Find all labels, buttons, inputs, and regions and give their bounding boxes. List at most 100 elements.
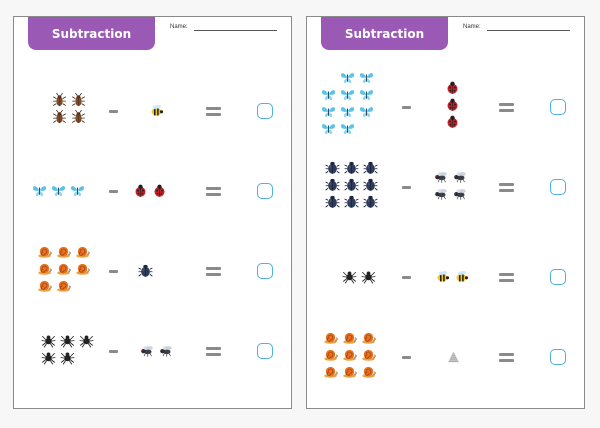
answer-box[interactable] [257, 103, 273, 119]
ladybug-group [133, 183, 169, 198]
spider-icon [342, 271, 357, 284]
butterfly-icon [360, 73, 373, 84]
butterfly-icon [71, 185, 84, 196]
answer-box[interactable] [257, 263, 273, 279]
snail-group [37, 244, 92, 293]
bee-group [435, 269, 471, 284]
bee-icon [456, 270, 469, 281]
spider-icon [361, 271, 376, 284]
equals-sign [499, 273, 514, 282]
name-field[interactable] [487, 30, 570, 31]
subtraction-problem [307, 242, 586, 322]
subtraction-problem [307, 152, 586, 232]
equals-sign [206, 187, 221, 196]
spider-icon [41, 352, 56, 365]
spider-icon [60, 352, 75, 365]
snail-icon [38, 263, 52, 275]
equals-sign [499, 103, 514, 112]
minus-sign [109, 350, 118, 353]
bee-group [149, 103, 166, 118]
beetle-icon [363, 178, 378, 191]
beetle-icon [138, 264, 153, 277]
shell-icon [448, 351, 459, 362]
shell-group [446, 349, 463, 364]
butterfly-icon [341, 107, 354, 118]
snail-group [323, 330, 378, 379]
answer-box[interactable] [550, 349, 566, 365]
cockroach-icon [72, 93, 85, 107]
butterfly-icon [322, 107, 335, 118]
subtraction-problem [307, 322, 586, 402]
fly-icon [454, 172, 466, 183]
answer-box[interactable] [257, 343, 273, 359]
ladybug-icon [135, 184, 146, 197]
butterfly-group [321, 70, 376, 136]
butterfly-icon [341, 124, 354, 135]
answer-box[interactable] [550, 99, 566, 115]
subtraction-problem [14, 82, 293, 162]
cockroach-icon [53, 93, 66, 107]
minus-sign [402, 356, 411, 359]
answer-box[interactable] [550, 269, 566, 285]
fly-group [139, 343, 175, 358]
snail-icon [343, 349, 357, 361]
snail-icon [57, 246, 71, 258]
snail-icon [362, 366, 376, 378]
snail-icon [343, 332, 357, 344]
snail-icon [362, 332, 376, 344]
snail-icon [38, 246, 52, 258]
minus-sign [402, 276, 411, 279]
subtraction-problem [307, 62, 586, 142]
name-field[interactable] [194, 30, 277, 31]
spider-icon [60, 335, 75, 348]
beetle-icon [344, 161, 359, 174]
fly-icon [454, 189, 466, 200]
butterfly-icon [322, 90, 335, 101]
butterfly-icon [360, 107, 373, 118]
answer-box[interactable] [550, 179, 566, 195]
minus-sign [109, 270, 118, 273]
beetle-icon [344, 195, 359, 208]
beetle-icon [325, 195, 340, 208]
spider-group [41, 333, 96, 365]
spider-icon [41, 335, 56, 348]
ladybug-icon [447, 115, 458, 128]
equals-sign [206, 107, 221, 116]
equals-sign [206, 347, 221, 356]
bee-icon [437, 270, 450, 281]
spider-icon [79, 335, 94, 348]
equals-sign [206, 267, 221, 276]
snail-icon [324, 349, 338, 361]
ladybug-icon [447, 81, 458, 94]
butterfly-icon [33, 185, 46, 196]
ladybug-icon [154, 184, 165, 197]
answer-box[interactable] [257, 183, 273, 199]
snail-icon [324, 332, 338, 344]
cockroach-icon [72, 110, 85, 124]
snail-icon [343, 366, 357, 378]
subtraction-problem [14, 242, 293, 322]
butterfly-icon [322, 124, 335, 135]
minus-sign [109, 110, 118, 113]
butterfly-icon [341, 90, 354, 101]
minus-sign [109, 190, 118, 193]
worksheet-title: Subtraction [28, 17, 155, 50]
snail-icon [76, 246, 90, 258]
beetle-icon [363, 161, 378, 174]
fly-icon [160, 345, 172, 357]
fly-icon [435, 172, 447, 183]
bee-icon [151, 104, 164, 115]
subtraction-problem [14, 162, 293, 242]
snail-icon [362, 349, 376, 361]
snail-icon [76, 263, 90, 275]
butterfly-group [32, 183, 87, 198]
minus-sign [402, 106, 411, 109]
equals-sign [499, 353, 514, 362]
worksheet-title: Subtraction [321, 17, 448, 50]
fly-icon [141, 345, 153, 357]
spider-group [342, 269, 378, 284]
beetle-group [138, 263, 155, 278]
worksheet-right: Subtraction Name: [306, 16, 585, 409]
beetle-icon [325, 161, 340, 174]
beetle-icon [363, 195, 378, 208]
